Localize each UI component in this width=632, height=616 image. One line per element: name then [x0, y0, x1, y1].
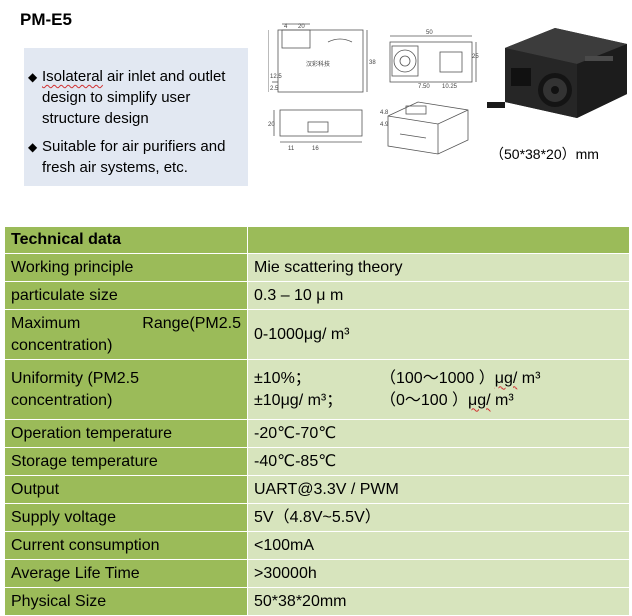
range-value: （100～1000 ）μg/ m³: [380, 369, 541, 387]
feature-box: ◆ Isolateral air inlet and outlet design…: [24, 48, 248, 186]
table-row: Supply voltage 5V（4.8V~5.5V）: [4, 503, 630, 532]
technical-data-table: Technical data Working principle Mie sca…: [4, 226, 630, 616]
row-key-part: Uniformity (PM2.5: [11, 369, 140, 387]
diamond-bullet-icon: ◆: [28, 70, 38, 84]
table-header-cell: Technical data: [4, 226, 248, 254]
product-title: PM-E5: [20, 10, 72, 29]
table-row: Output UART@3.3V / PWM: [4, 475, 630, 504]
row-value: 0-1000μg/ m³: [247, 309, 630, 360]
table-row: Working principle Mie scattering theory: [4, 253, 630, 282]
dim-label: 4.9: [380, 122, 389, 128]
row-value: >30000h: [247, 559, 630, 588]
side-view-drawing: [273, 109, 363, 143]
dim-label: 4.8: [380, 110, 389, 116]
dim-label: 50: [426, 30, 433, 36]
row-key-part: concentration): [11, 391, 113, 409]
row-key-part: Maximum: [11, 314, 81, 332]
row-key: Storage temperature: [4, 447, 248, 476]
row-key: Working principle: [4, 253, 248, 282]
row-key: Average Life Time: [4, 559, 248, 588]
row-key-part: Range(PM2.5: [142, 314, 241, 332]
feature-item: ◆ Isolateral air inlet and outlet design…: [28, 66, 242, 129]
feature-item: ◆ Suitable for air purifiers and fresh a…: [28, 136, 242, 178]
row-value: -40℃-85℃: [247, 447, 630, 476]
product-photo: [487, 28, 627, 118]
dim-label: 7.50: [418, 84, 430, 90]
dim-label: 12.5: [270, 74, 282, 80]
dim-label: 4: [284, 24, 288, 30]
row-value: -20℃-70℃: [247, 419, 630, 448]
diamond-bullet-icon: ◆: [28, 140, 38, 154]
row-key: Supply voltage: [4, 503, 248, 532]
row-value: ±10%； （100～1000 ）μg/ m³ ±10μg/ m³； （0～10…: [247, 359, 630, 420]
range-value: （0～100 ）μg/ m³: [380, 391, 514, 409]
table-header-row: Technical data: [4, 226, 630, 254]
top-view-drawing: [268, 23, 368, 93]
row-key: particulate size: [4, 281, 248, 310]
table-header-cell: [247, 226, 630, 254]
tolerance-value: ±10%；: [254, 369, 311, 387]
dim-label: 38: [369, 60, 376, 66]
dim-label: 25: [472, 54, 479, 60]
dim-label: 20: [268, 122, 275, 128]
dim-label: 10.25: [442, 84, 458, 90]
row-key: Uniformity (PM2.5 concentration): [4, 359, 248, 420]
dim-label: 2.5: [270, 86, 279, 92]
drawing-text: 汉彩科技: [306, 60, 330, 68]
table-row: Operation temperature -20℃-70℃: [4, 419, 630, 448]
dim-label: 11: [288, 146, 295, 152]
table-row: Maximum Range(PM2.5 concentration) 0-100…: [4, 309, 630, 360]
row-value: 50*38*20mm: [247, 587, 630, 616]
size-caption: （50*38*20）mm: [490, 146, 599, 162]
table-row: particulate size 0.3 – 10 μ m: [4, 281, 630, 310]
row-key: Maximum Range(PM2.5 concentration): [4, 309, 248, 360]
iso-view-drawing: [387, 101, 469, 155]
row-value: <100mA: [247, 531, 630, 560]
table-row: Current consumption <100mA: [4, 531, 630, 560]
tolerance-value: ±10μg/ m³；: [254, 391, 343, 409]
dim-label: 20: [298, 24, 305, 30]
feature-text: Suitable for air purifiers and fresh air…: [42, 138, 226, 176]
table-row: Storage temperature -40℃-85℃: [4, 447, 630, 476]
technical-drawings: 4 20 38 2.5 12.5 汉彩科技 50 7.50 10.25 25 2…: [268, 23, 479, 155]
row-value: 5V（4.8V~5.5V）: [247, 503, 630, 532]
row-key: Current consumption: [4, 531, 248, 560]
row-value: Mie scattering theory: [247, 253, 630, 282]
table-row: Physical Size 50*38*20mm: [4, 587, 630, 616]
front-view-drawing: [389, 35, 477, 83]
row-key: Operation temperature: [4, 419, 248, 448]
row-value: UART@3.3V / PWM: [247, 475, 630, 504]
table-row: Average Life Time >30000h: [4, 559, 630, 588]
table-row: Uniformity (PM2.5 concentration) ±10%； （…: [4, 359, 630, 420]
row-value: 0.3 – 10 μ m: [247, 281, 630, 310]
feature-text: Isolateral air inlet and outlet design t…: [42, 68, 226, 127]
row-key: Output: [4, 475, 248, 504]
row-key-part: concentration): [11, 336, 113, 354]
row-key: Physical Size: [4, 587, 248, 616]
dim-label: 16: [312, 146, 319, 152]
